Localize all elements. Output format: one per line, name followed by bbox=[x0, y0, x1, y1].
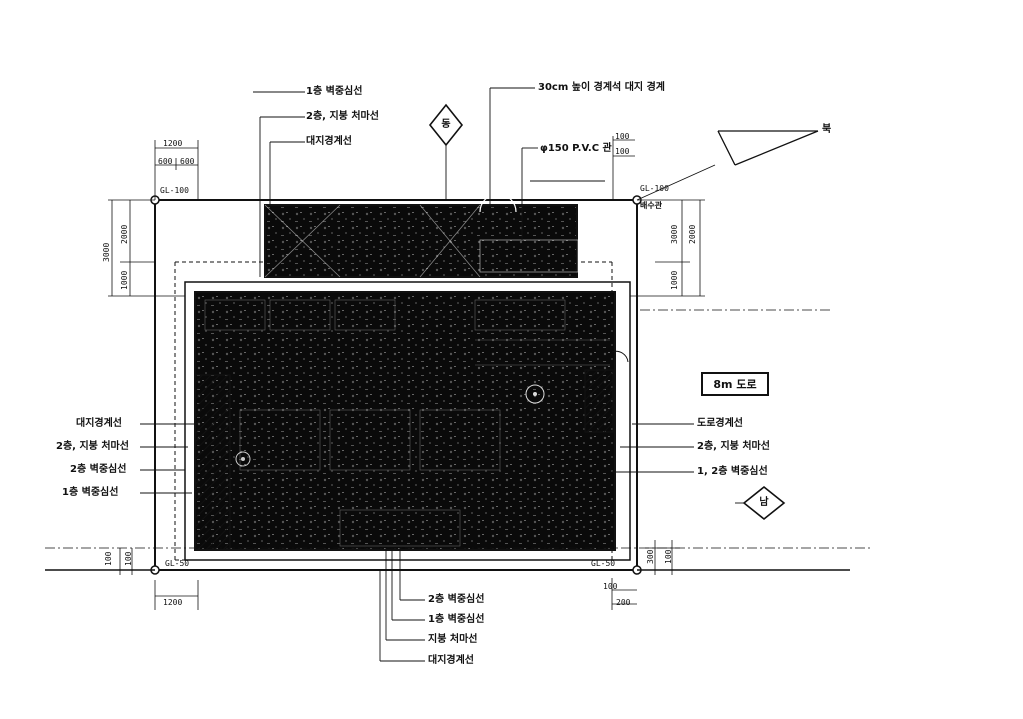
dim-left-2000: 2000 bbox=[120, 224, 129, 244]
dim-br-gl: GL-50 bbox=[591, 559, 616, 568]
label-site-boundary-top: 대지경계선 bbox=[306, 136, 352, 147]
leader-lines bbox=[140, 87, 716, 662]
label-1f-wall-centerline-top: 1층 벽중심선 bbox=[306, 86, 363, 97]
label-2f-roof-eave-right: 2층, 지붕 처마선 bbox=[697, 441, 770, 452]
label-site-boundary-bottom: 대지경계선 bbox=[428, 655, 474, 666]
label-roof-eave-bottom: 지붕 처마선 bbox=[428, 634, 478, 645]
upper-garden bbox=[264, 193, 579, 278]
dim-br-100: 100 bbox=[603, 582, 618, 591]
dim-right-1000: 1000 bbox=[670, 270, 679, 290]
north-label: 북 bbox=[822, 124, 832, 135]
dim-br-200: 200 bbox=[616, 598, 631, 607]
direction-east-symbol: 동 bbox=[441, 119, 451, 130]
dim-tr-100b: 100 bbox=[615, 147, 630, 156]
label-1f-wall-centerline-bottom: 1층 벽중심선 bbox=[428, 614, 485, 625]
label-site-boundary-left: 대지경계선 bbox=[76, 418, 122, 429]
label-2f-roof-eave-top: 2층, 지붕 처마선 bbox=[306, 111, 379, 122]
building-footprint bbox=[194, 291, 629, 551]
north-arrow bbox=[717, 130, 819, 166]
direction-south-symbol: 남 bbox=[759, 497, 769, 508]
label-2f-wall-centerline-left: 2층 벽중심선 bbox=[70, 464, 127, 475]
dim-tl-1200: 1200 bbox=[163, 139, 183, 148]
label-1f-wall-centerline-left: 1층 벽중심선 bbox=[62, 487, 119, 498]
label-2f-wall-centerline-bottom: 2층 벽중심선 bbox=[428, 594, 485, 605]
dim-tl-gl: GL-100 bbox=[160, 186, 189, 195]
label-drain-pipe: 배수관 bbox=[640, 201, 663, 210]
dim-bl-100a: 100 bbox=[104, 551, 113, 566]
dim-right-2000: 2000 bbox=[688, 224, 697, 244]
label-curb-note: 30cm 높이 경계석 대지 경계 bbox=[538, 82, 665, 93]
dim-tl-600a: 600 bbox=[158, 157, 173, 166]
road-width-label: 8m 도로 bbox=[701, 372, 769, 396]
dim-tr-gl: GL-100 bbox=[640, 184, 669, 193]
road-lines bbox=[45, 309, 870, 571]
label-pvc-pipe: φ150 P.V.C 관 bbox=[540, 143, 612, 154]
dim-left-3000: 3000 bbox=[102, 242, 111, 262]
dim-bl-100b: 100 bbox=[124, 551, 133, 566]
dimension-lines bbox=[108, 136, 705, 610]
dim-right-100: 100 bbox=[664, 549, 673, 564]
direction-symbols bbox=[428, 103, 786, 521]
label-2f-roof-eave-left: 2층, 지붕 처마선 bbox=[56, 441, 129, 452]
dim-tr-100a: 100 bbox=[615, 132, 630, 141]
dim-bl-1200: 1200 bbox=[163, 598, 183, 607]
dim-bl-gl: GL-50 bbox=[165, 559, 190, 568]
dim-left-1000: 1000 bbox=[120, 270, 129, 290]
dim-tl-600b: 600 bbox=[180, 157, 195, 166]
dim-right-3000: 3000 bbox=[670, 224, 679, 244]
label-road-boundary: 도로경계선 bbox=[697, 418, 743, 429]
dim-right-300: 300 bbox=[646, 549, 655, 564]
label-1-2f-wall-centerline-right: 1, 2층 벽중심선 bbox=[697, 466, 768, 477]
